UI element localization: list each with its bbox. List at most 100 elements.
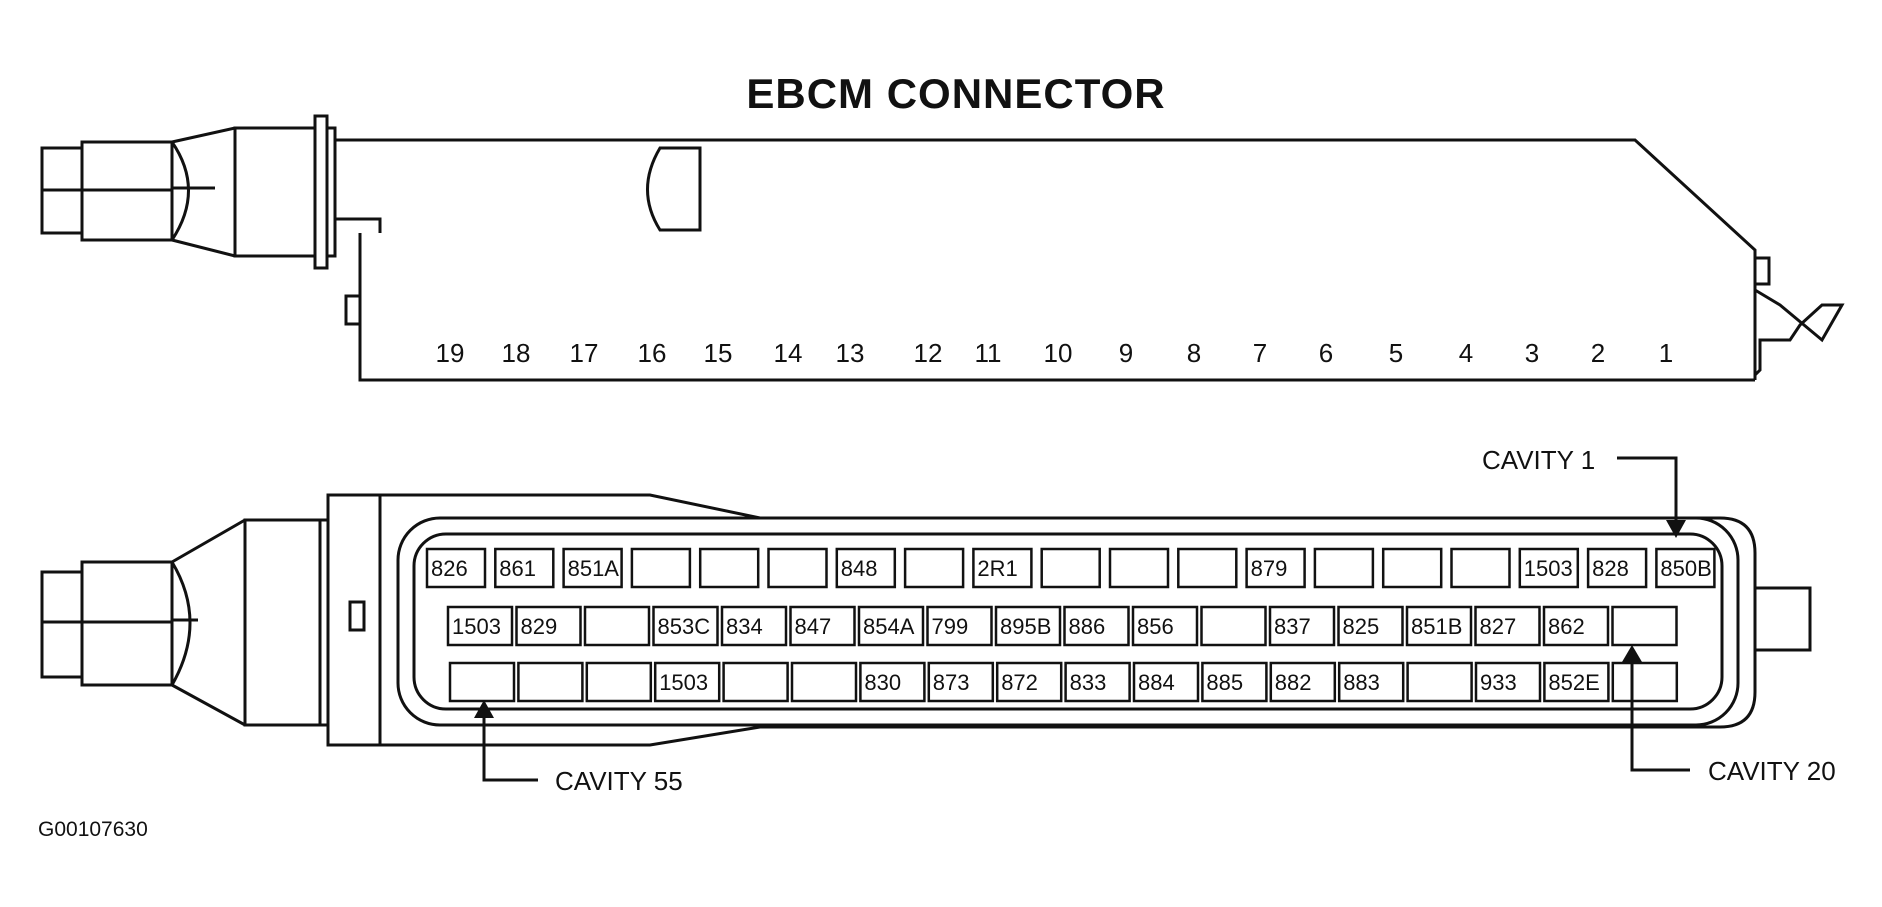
wire-circuit-label: 884	[1138, 670, 1175, 695]
cavity-cell	[425, 547, 487, 589]
wire-circuit-label: 847	[795, 614, 832, 639]
wire-circuit-label: 1503	[1524, 556, 1573, 581]
cavity-cell	[1450, 547, 1511, 589]
wire-circuit-label: 853C	[658, 614, 711, 639]
pin-number: 7	[1253, 338, 1267, 368]
pin-number: 8	[1187, 338, 1201, 368]
cavity-cell	[1201, 661, 1268, 703]
cavity-cell	[652, 605, 719, 647]
pin-number: 19	[436, 338, 465, 368]
cavity-cell	[720, 605, 788, 647]
pin-number: 11	[975, 338, 1002, 368]
wire-circuit-label: 856	[1137, 614, 1174, 639]
wire-circuit-label: 2R1	[977, 556, 1017, 581]
pin-number: 17	[570, 338, 599, 368]
cavity-cell	[630, 547, 692, 589]
cavity-cell	[562, 547, 623, 589]
wire-circuit-label: 872	[1001, 670, 1038, 695]
cavity-cell	[1200, 605, 1267, 647]
cavity-cell	[926, 605, 993, 647]
wire-circuit-label: 873	[933, 670, 970, 695]
wire-circuit-label: 852E	[1548, 670, 1599, 695]
wire-circuit-label: 1503	[452, 614, 501, 639]
wire-circuit-label: 837	[1274, 614, 1311, 639]
cavity-cell	[995, 661, 1063, 703]
side-view-plug	[40, 114, 337, 270]
cavity-cell	[1542, 605, 1610, 647]
wire-circuit-label: 851B	[1411, 614, 1462, 639]
pin-number: 2	[1591, 338, 1605, 368]
cavity-cell	[1611, 661, 1679, 703]
cavity-cell	[1518, 547, 1580, 589]
cavity-cell	[448, 661, 516, 703]
wire-circuit-label: 833	[1070, 670, 1107, 695]
cavity-cell	[517, 661, 584, 703]
cavity-cell	[789, 605, 856, 647]
wire-circuit-label: 895B	[1000, 614, 1051, 639]
wire-circuit-label: 827	[1480, 614, 1517, 639]
wire-circuit-label: 828	[1592, 556, 1629, 581]
cavity-cell	[1040, 547, 1101, 589]
pin-number: 5	[1389, 338, 1403, 368]
cavity-cell	[698, 547, 760, 589]
cavity-cell	[653, 661, 721, 703]
pin-number: 13	[836, 338, 865, 368]
cavity-cell	[1063, 605, 1130, 647]
cavity-cell	[1474, 605, 1541, 647]
wire-circuit-label: 799	[932, 614, 969, 639]
cavity-cell	[857, 605, 925, 647]
wire-circuit-label: 882	[1275, 670, 1312, 695]
pin-number: 3	[1525, 338, 1539, 368]
cavity-cell	[972, 547, 1033, 589]
pin-number: 14	[774, 338, 803, 368]
cavity-cell	[927, 661, 995, 703]
face-view-housing	[380, 493, 1812, 747]
pin-number: 9	[1119, 338, 1133, 368]
cavity-cell	[585, 661, 653, 703]
wire-circuit-label: 886	[1069, 614, 1106, 639]
arrow-icon	[1666, 520, 1686, 538]
cavity-cell	[790, 661, 858, 703]
cavity-cell	[1586, 547, 1648, 589]
cavity-cell	[1313, 547, 1375, 589]
wire-circuit-label: 834	[726, 614, 763, 639]
pin-number: 15	[704, 338, 733, 368]
pin-number: 16	[638, 338, 667, 368]
wire-circuit-label: 933	[1480, 670, 1517, 695]
pin-number: 1	[1659, 338, 1673, 368]
cavity-cell	[1131, 605, 1199, 647]
cavity-cell	[1269, 661, 1337, 703]
cavity-cell	[835, 547, 897, 589]
cavity-cell	[1108, 547, 1170, 589]
cavity-cell	[1064, 661, 1131, 703]
cavity-cell	[515, 605, 582, 647]
cavity-cell	[1132, 661, 1200, 703]
wire-circuit-label: 848	[841, 556, 878, 581]
arrow-icon	[1622, 645, 1642, 662]
pin-number: 18	[502, 338, 531, 368]
wire-circuit-label: 862	[1548, 614, 1585, 639]
cavity-cell	[583, 605, 651, 647]
cavity-cell	[859, 661, 926, 703]
cavity-cell	[722, 661, 789, 703]
pin-number: 10	[1044, 338, 1073, 368]
arrow-icon	[474, 700, 494, 718]
figure-id: G00107630	[38, 818, 148, 841]
wire-circuit-label: 883	[1343, 670, 1380, 695]
cavity-cell	[446, 605, 514, 647]
pin-number: 6	[1319, 338, 1333, 368]
callout-cavity-20: CAVITY 20	[1622, 645, 1836, 786]
cavity-cell	[1268, 605, 1336, 647]
wire-circuit-label: 850B	[1660, 556, 1711, 581]
wire-circuit-label: 826	[431, 556, 468, 581]
cavity-cell	[1177, 547, 1238, 589]
cavity-55-label: CAVITY 55	[555, 766, 683, 796]
wire-circuit-label: 829	[521, 614, 558, 639]
face-view-plug	[40, 493, 382, 747]
